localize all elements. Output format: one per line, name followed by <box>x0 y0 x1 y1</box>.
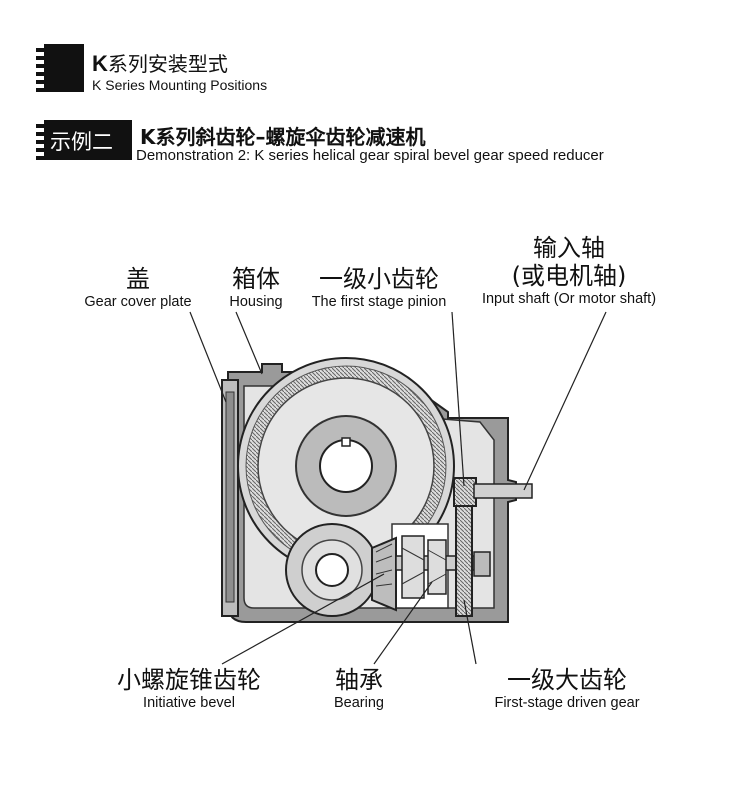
example-badge: 示例二 <box>36 120 132 160</box>
example-title: K系列斜齿轮–螺旋伞齿轮减速机 <box>140 125 426 149</box>
example-subtitle: Demonstration 2: K series helical gear s… <box>136 147 604 164</box>
label-first-stage-pinion: 一级小齿轮 The first stage pinion <box>300 265 458 311</box>
leader-lines <box>189 311 607 665</box>
label-bearing-cn: 轴承 <box>335 666 383 694</box>
label-bearing-en: Bearing <box>334 695 384 711</box>
first-stage-pinion <box>453 477 477 507</box>
label-housing-cn: 箱体 <box>232 265 280 293</box>
section-subtitle: K Series Mounting Positions <box>92 77 268 93</box>
label-housing-en: Housing <box>229 294 283 310</box>
label-input-shaft: 输入轴 (或电机轴) Input shaft (Or motor shaft) <box>466 234 672 308</box>
label-bearing: 轴承 Bearing <box>326 666 392 712</box>
label-pinion-en: The first stage pinion <box>311 294 447 310</box>
label-input-cn2: (或电机轴) <box>511 262 627 290</box>
label-gear-cover-cn: 盖 <box>126 265 150 293</box>
label-bevel-en: Initiative bevel <box>143 695 235 711</box>
label-driven-en: First-stage driven gear <box>494 695 640 711</box>
first-stage-driven-gear <box>455 501 473 617</box>
example-badge-text: 示例二 <box>50 130 113 154</box>
header-bar-icon <box>36 44 84 92</box>
label-bevel-cn: 小螺旋锥齿轮 <box>117 666 261 694</box>
label-input-cn1: 输入轴 <box>533 234 605 262</box>
label-gear-cover: 盖 Gear cover plate <box>78 265 198 311</box>
label-driven-cn: 一级大齿轮 <box>507 666 627 694</box>
bearing-right <box>427 539 447 595</box>
label-first-stage-driven: 一级大齿轮 First-stage driven gear <box>478 666 656 712</box>
label-input-en: Input shaft (Or motor shaft) <box>481 291 657 307</box>
section-title: K系列安装型式 <box>92 48 228 77</box>
label-housing: 箱体 Housing <box>218 265 294 311</box>
title-prefix: K <box>92 51 108 76</box>
label-pinion-cn: 一级小齿轮 <box>319 265 439 293</box>
label-gear-cover-en: Gear cover plate <box>84 294 192 310</box>
title-rest: 系列安装型式 <box>107 52 228 76</box>
bearing-left <box>401 535 425 599</box>
label-initiative-bevel: 小螺旋锥齿轮 Initiative bevel <box>104 666 274 712</box>
input-shaft <box>473 483 533 499</box>
